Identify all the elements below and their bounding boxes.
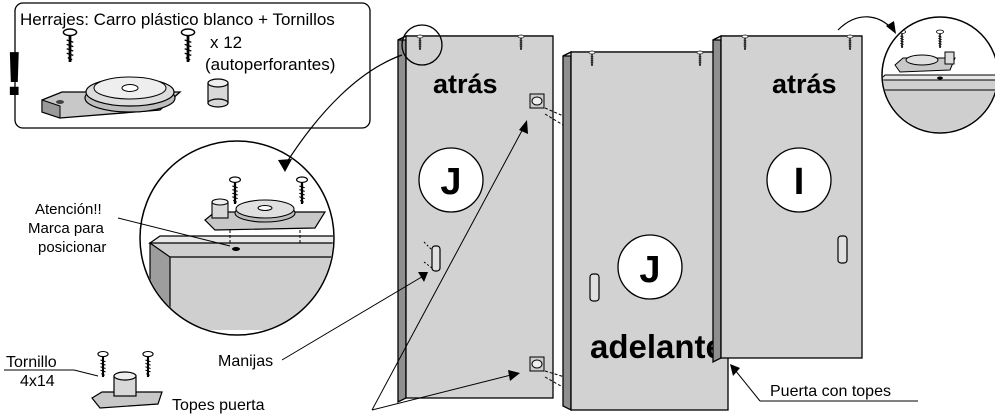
zoom-marker xyxy=(401,24,443,66)
door-handle-icon xyxy=(837,235,848,264)
door-middle: J adelante xyxy=(562,50,729,412)
handles-label: Manijas xyxy=(218,353,273,370)
door-left: atrás J xyxy=(397,34,569,404)
hardware-screw-type: (autoperforantes) xyxy=(205,55,335,74)
zoom-leader xyxy=(284,54,403,166)
door-handle-icon xyxy=(431,245,441,272)
door-stops-label: Topes puerta xyxy=(172,397,265,414)
hardware-box: Herrajes: Carro plástico blanco + Tornil… xyxy=(14,2,371,129)
screw-icon xyxy=(96,350,110,379)
door-stop-icon xyxy=(91,371,163,409)
door-side-label: adelante xyxy=(590,328,724,365)
door-stop-icon xyxy=(529,356,545,372)
door-stop-icon xyxy=(529,93,545,109)
detail-circle-top-right xyxy=(881,16,995,134)
attention-line3: posicionar xyxy=(38,239,106,256)
door-with-stops-label: Puerta con topes xyxy=(770,383,891,400)
warning-icon: ! xyxy=(4,40,25,109)
door-letter: I xyxy=(794,161,805,203)
door-handle-icon xyxy=(589,273,600,302)
attention-leader xyxy=(117,217,231,247)
attention-label: Atención!! xyxy=(35,201,102,218)
door-side-label: atrás xyxy=(772,69,837,99)
door-letter: J xyxy=(440,161,461,203)
screw-size-label: 4x14 xyxy=(20,373,55,390)
stops-leader xyxy=(371,124,526,411)
screw-name-label: Tornillo xyxy=(6,354,57,371)
attention-line2: Marca para xyxy=(28,220,105,237)
door-stop-detail: Tornillo 4x14 Topes puerta xyxy=(4,350,265,414)
door-letter: J xyxy=(639,249,660,291)
hardware-quantity: x 12 xyxy=(210,33,242,52)
detail-circle xyxy=(139,140,335,336)
screw-icon xyxy=(141,350,155,379)
door-right: atrás I xyxy=(712,34,863,364)
plastic-carriage-icon xyxy=(204,198,327,231)
position-mark xyxy=(232,247,240,251)
door-side-label: atrás xyxy=(433,69,498,99)
plastic-carriage-icon xyxy=(41,76,229,119)
hardware-title: Herrajes: Carro plástico blanco + Tornil… xyxy=(20,10,335,29)
